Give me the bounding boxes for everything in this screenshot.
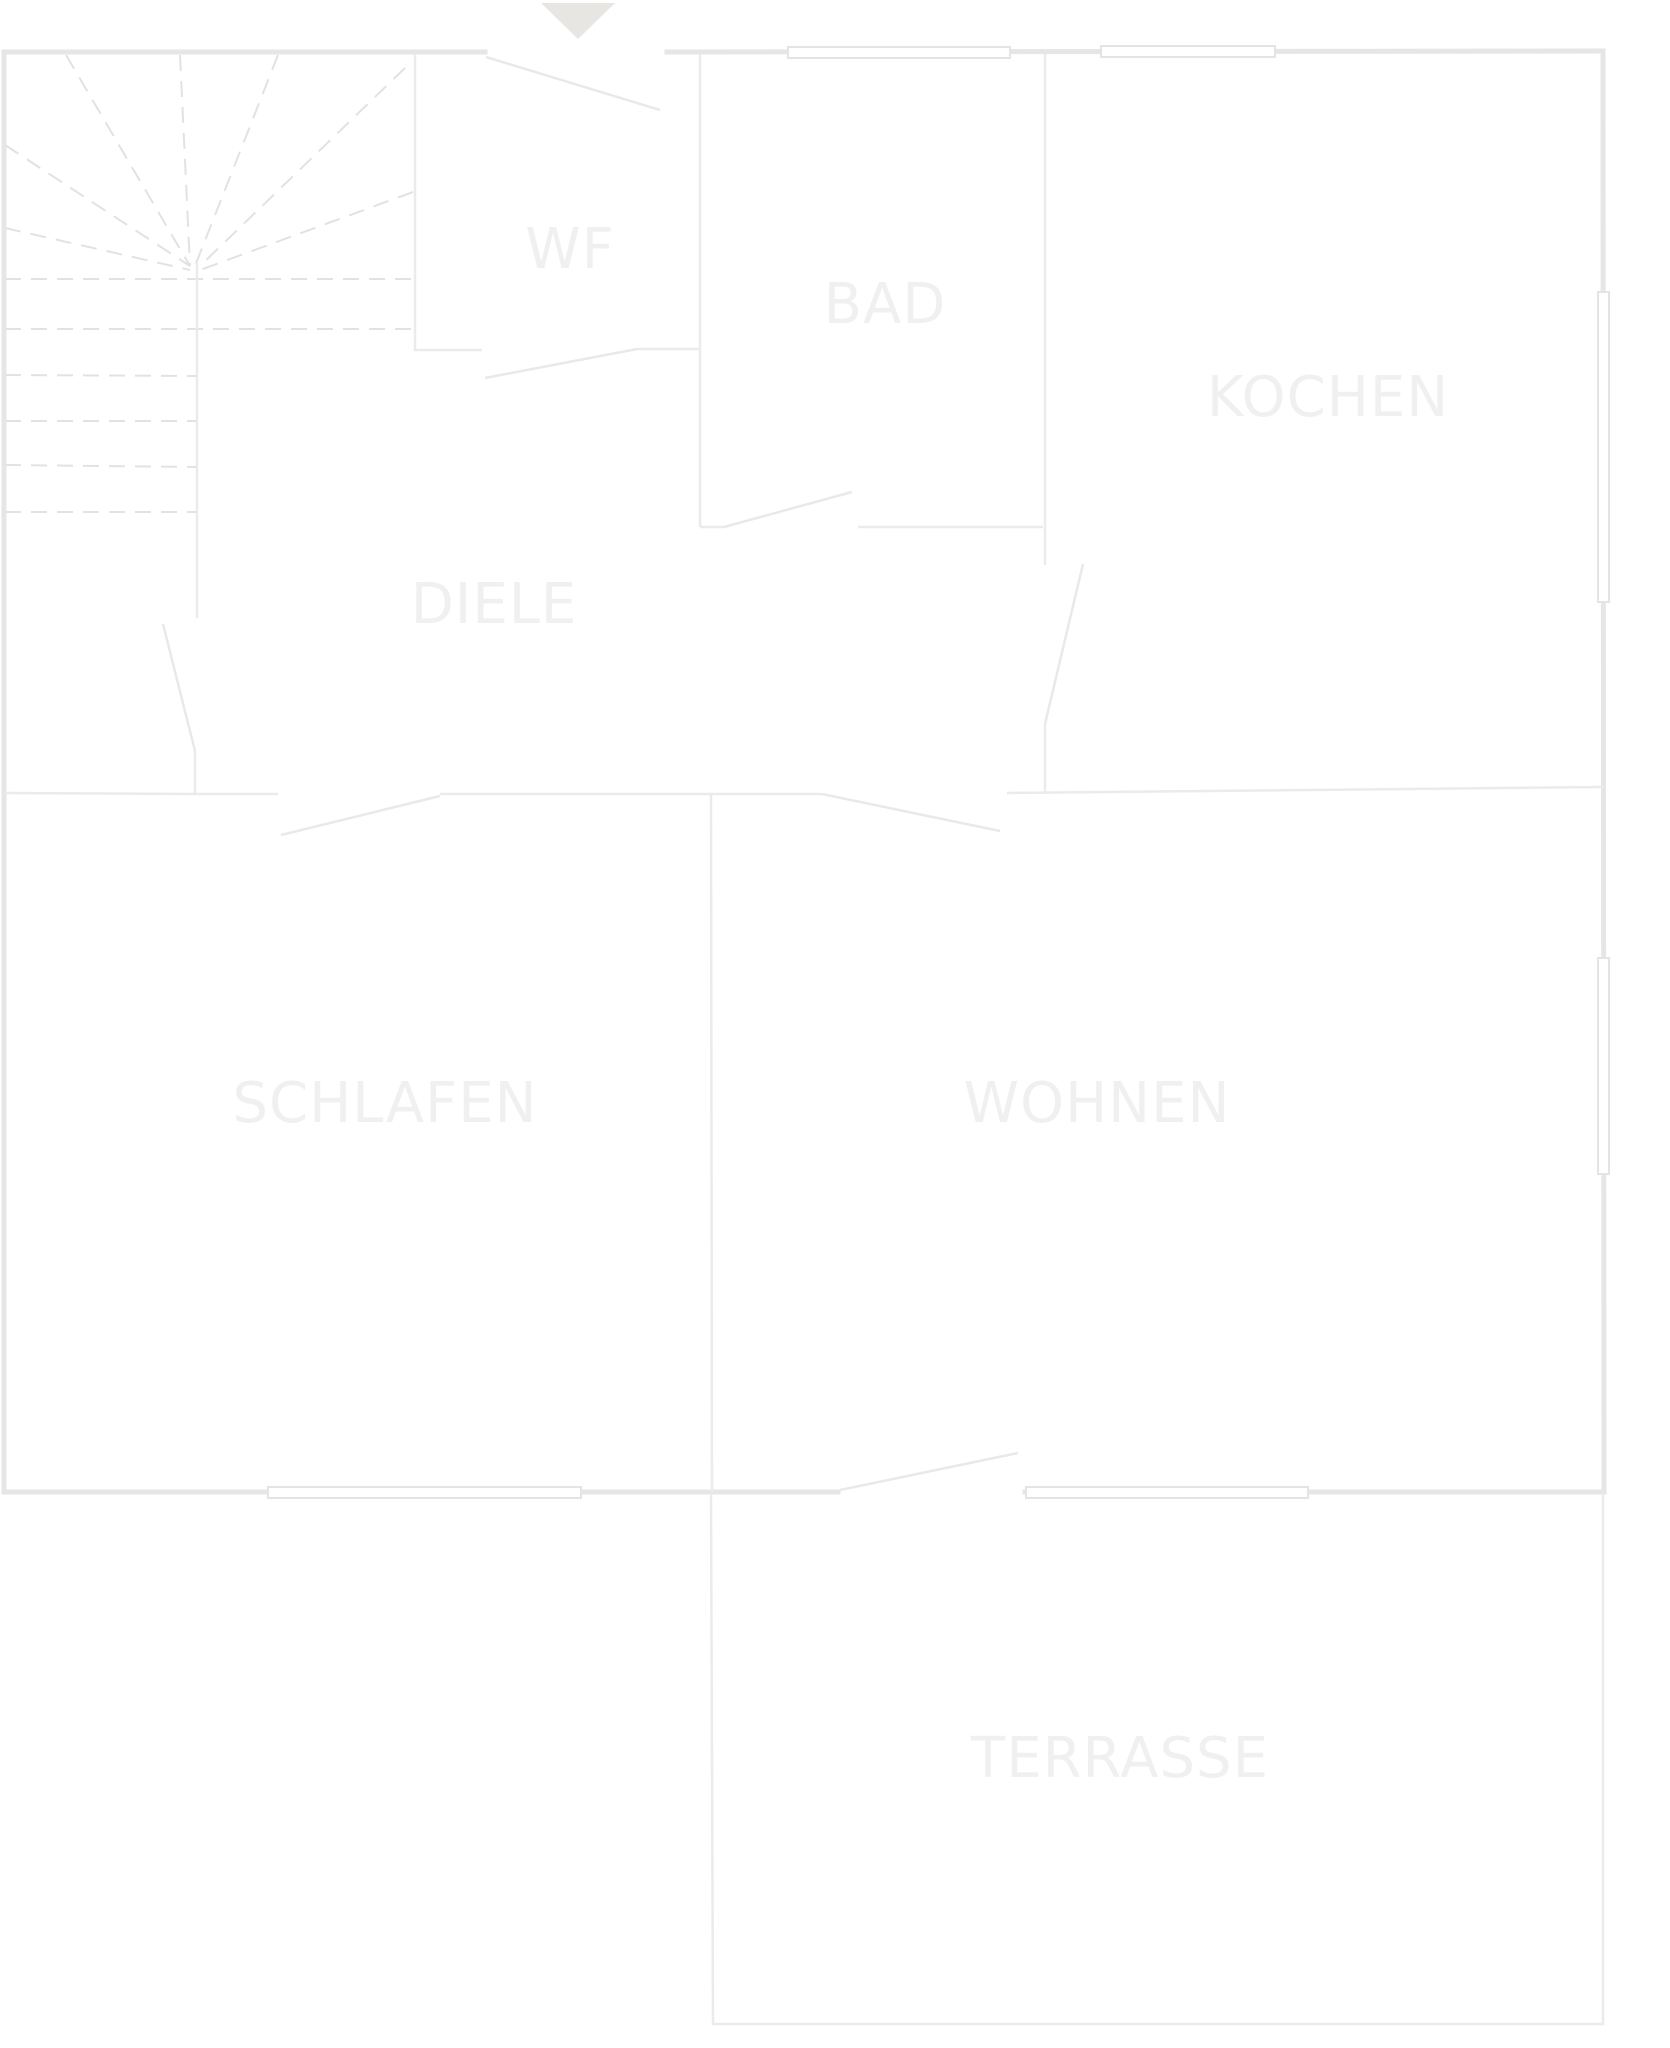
room-label-wf: WF <box>525 217 615 282</box>
room-label-kochen: KOCHEN <box>1207 365 1449 430</box>
staircase <box>4 54 414 618</box>
entrance-arrow-icon <box>541 3 615 39</box>
inner-walls <box>3 54 1605 2026</box>
doors <box>161 55 1085 1492</box>
room-label-schlafen: SCHLAFEN <box>232 1071 537 1136</box>
room-labels: WF BAD KOCHEN DIELE SCHLAFEN WOHNEN TERR… <box>232 217 1449 1791</box>
room-label-wohnen: WOHNEN <box>964 1071 1231 1136</box>
room-label-terrasse: TERRASSE <box>970 1726 1269 1791</box>
windows <box>267 45 1610 1499</box>
room-label-diele: DIELE <box>411 572 578 637</box>
room-label-bad: BAD <box>824 272 947 337</box>
outer-walls <box>1 48 1607 1495</box>
